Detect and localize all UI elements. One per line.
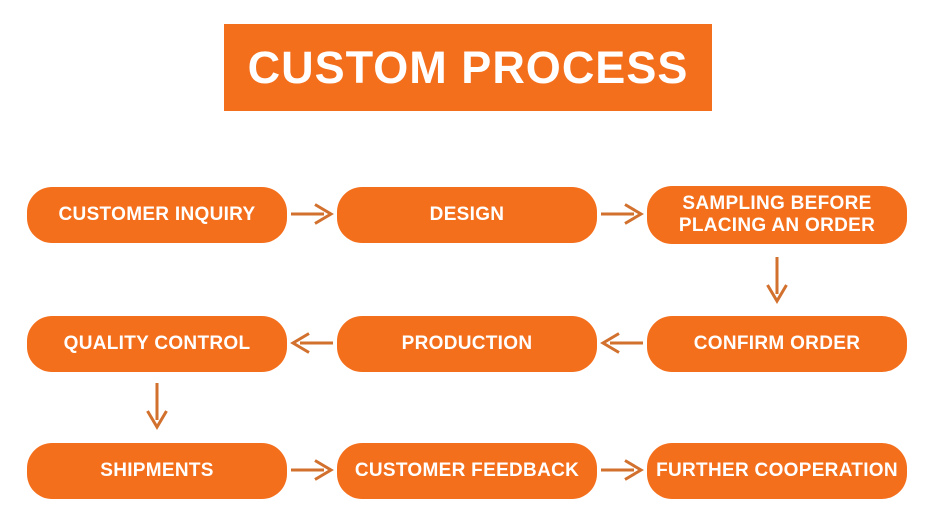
node-label: CUSTOMER INQUIRY bbox=[58, 204, 256, 226]
arrow-left-icon bbox=[290, 330, 334, 356]
arrow-right-icon bbox=[290, 201, 334, 227]
node-label: SHIPMENTS bbox=[100, 460, 214, 482]
node-label: QUALITY CONTROL bbox=[63, 333, 251, 355]
node-label: CUSTOMER FEEDBACK bbox=[354, 460, 580, 482]
arrow-down-icon bbox=[764, 256, 790, 304]
arrow-right-icon bbox=[600, 201, 644, 227]
node-shipments: SHIPMENTS bbox=[27, 443, 287, 499]
node-customer-inquiry: CUSTOMER INQUIRY bbox=[27, 187, 287, 243]
title-banner: CUSTOM PROCESS bbox=[224, 24, 712, 111]
node-label: CONFIRM ORDER bbox=[693, 333, 861, 355]
arrow-right-icon bbox=[600, 457, 644, 483]
node-confirm-order: CONFIRM ORDER bbox=[647, 316, 907, 372]
node-design: DESIGN bbox=[337, 187, 597, 243]
page-title: CUSTOM PROCESS bbox=[247, 41, 689, 93]
node-customer-feedback: CUSTOMER FEEDBACK bbox=[337, 443, 597, 499]
node-label: FURTHER COOPERATION bbox=[656, 460, 898, 482]
node-label: PRODUCTION bbox=[401, 333, 533, 355]
node-label: SAMPLING BEFORE PLACING AN ORDER bbox=[678, 193, 876, 236]
node-label: DESIGN bbox=[429, 204, 505, 226]
node-production: PRODUCTION bbox=[337, 316, 597, 372]
arrow-left-icon bbox=[600, 330, 644, 356]
node-further-cooperation: FURTHER COOPERATION bbox=[647, 443, 907, 499]
node-sampling-before-placing-an-order: SAMPLING BEFORE PLACING AN ORDER bbox=[647, 186, 907, 244]
arrow-down-icon bbox=[144, 382, 170, 430]
arrow-right-icon bbox=[290, 457, 334, 483]
node-quality-control: QUALITY CONTROL bbox=[27, 316, 287, 372]
